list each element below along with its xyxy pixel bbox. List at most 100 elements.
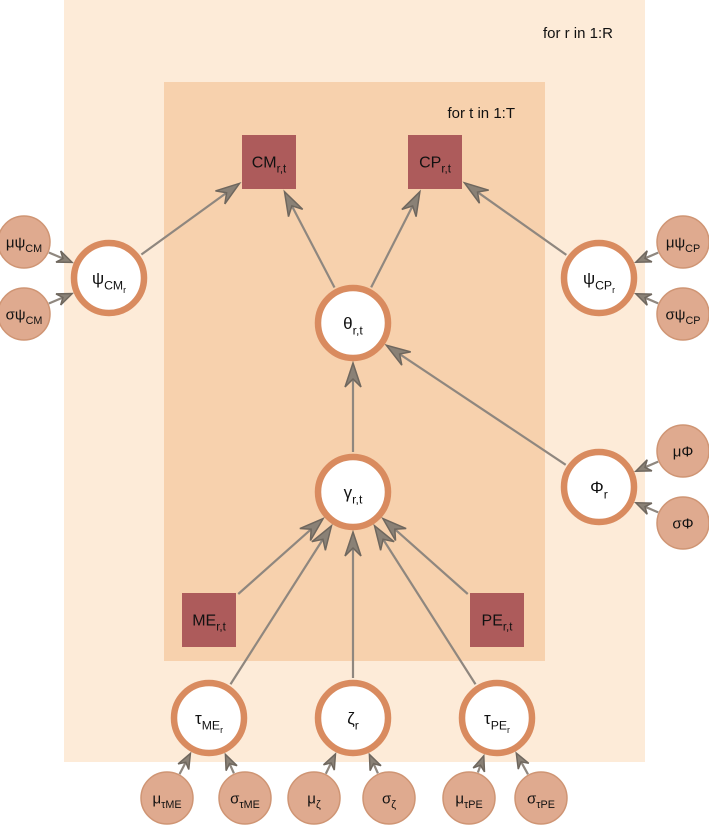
node-label-base: PE xyxy=(482,613,503,630)
node-label-subscript: r,t xyxy=(441,164,451,176)
node-label-mu_psiCM: μψCM xyxy=(6,234,42,255)
edge-theta-to-CM xyxy=(290,205,336,289)
arrowhead-mu_tauPE-to-tauPE xyxy=(472,753,486,773)
node-label-PE: PEr,t xyxy=(482,613,514,634)
node-label-subscript: r,t xyxy=(277,164,287,176)
plate-r-label: for r in 1:R xyxy=(543,25,613,42)
node-label-base: θ xyxy=(343,314,352,333)
edge-mu_tauME-to-tauME xyxy=(178,761,187,775)
arrowhead-sigma_psiCM-to-psiCM xyxy=(55,292,75,306)
node-psiCM: ψCMr xyxy=(70,239,148,317)
node-label-base: μΦ xyxy=(673,443,694,460)
node-tauME: τMEr xyxy=(170,679,248,757)
node-label-subscript: CM xyxy=(104,278,123,292)
node-sigma_zeta: σζ xyxy=(362,771,416,825)
node-label-base: σ xyxy=(527,790,537,807)
arrowhead-mu_zeta-to-zeta xyxy=(323,752,337,771)
node-sigma_psiCM: σψCM xyxy=(0,287,51,341)
node-label-psiCP: ψCPr xyxy=(583,269,615,295)
hyper-node-circle xyxy=(287,771,341,825)
node-label-subscript: r,t xyxy=(352,492,363,506)
node-sigma_tauPE: στPE xyxy=(514,771,568,825)
edge-tauME-to-gamma xyxy=(229,538,324,685)
arrowhead-PE-to-gamma xyxy=(381,516,407,541)
arrowhead-zeta-to-gamma xyxy=(344,529,362,557)
node-label-mu_phi: μΦ xyxy=(673,443,694,460)
node-tauPE: τPEr xyxy=(458,679,536,757)
plate-t-label: for t in 1:T xyxy=(447,105,515,122)
hyper-node-circle xyxy=(442,771,496,825)
node-label-base: μ xyxy=(455,790,464,807)
node-label-subsubscript: r xyxy=(220,725,223,735)
node-label-subscript: ζ xyxy=(316,799,321,811)
node-label-tauPE: τPEr xyxy=(484,709,510,735)
arrowhead-psiCM-to-CM xyxy=(215,181,242,205)
edge-mu_psiCM-to-psiCM xyxy=(48,251,64,260)
node-gamma: γr,t xyxy=(314,453,392,531)
node-label-subscript: r,t xyxy=(216,622,226,634)
node-label-subscript: CP xyxy=(595,278,612,292)
latent-node-circle xyxy=(170,679,248,757)
node-label-mu_psiCP: μψCP xyxy=(666,234,700,255)
node-label-subscript: τPE xyxy=(536,799,555,811)
node-label-subscript: r,t xyxy=(353,323,364,337)
node-label-mu_tauPE: μτPE xyxy=(455,790,482,811)
node-label-subscript: PE xyxy=(491,718,507,732)
node-mu_psiCP: μψCP xyxy=(656,215,709,269)
node-label-psiCM: ψCMr xyxy=(92,269,126,295)
node-CP: CPr,t xyxy=(408,135,462,189)
node-label-ME: MEr,t xyxy=(192,613,226,634)
edge-tauPE-to-gamma xyxy=(382,538,477,685)
node-label-base: σ xyxy=(230,790,240,807)
arrowhead-mu_psiCM-to-psiCM xyxy=(55,250,75,264)
arrowhead-sigma_phi-to-phi xyxy=(633,501,653,515)
arrowhead-tauME-to-gamma xyxy=(311,523,333,551)
arrowhead-mu_psiCP-to-psiCP xyxy=(633,250,653,264)
arrowhead-mu_phi-to-phi xyxy=(633,459,653,473)
hyper-node-circle xyxy=(656,215,709,269)
edge-ME-to-gamma xyxy=(237,528,312,595)
hyper-node-circle xyxy=(218,771,272,825)
arrowhead-psiCP-to-CP xyxy=(462,181,489,204)
node-phi: Φr xyxy=(560,448,638,526)
node-label-gamma: γr,t xyxy=(344,483,363,506)
node-label-base: μ xyxy=(307,790,316,807)
latent-node-circle xyxy=(560,239,638,317)
node-label-base: Φ xyxy=(590,478,604,497)
node-psiCP: ψCPr xyxy=(560,239,638,317)
node-label-base: ζ xyxy=(347,709,355,728)
node-label-subscript: τME xyxy=(161,799,181,811)
hyper-node-circle xyxy=(362,771,416,825)
node-label-subsubscript: r xyxy=(612,285,615,295)
latent-node-circle xyxy=(314,453,392,531)
node-label-sigma_psiCP: σψCP xyxy=(666,306,701,327)
node-label-base: γ xyxy=(344,483,353,502)
node-label-subscript: τME xyxy=(239,799,259,811)
edges xyxy=(48,181,659,775)
arrowhead-tauPE-to-gamma xyxy=(373,523,395,551)
hyper-node-circle xyxy=(656,496,709,550)
node-label-base: μ xyxy=(152,790,161,807)
edge-psiCP-to-CP xyxy=(476,191,567,256)
node-label-sigma_phi: σΦ xyxy=(672,515,693,532)
node-label-base: ME xyxy=(192,613,216,630)
node-label-CP: CPr,t xyxy=(419,155,452,176)
edge-sigma_zeta-to-zeta xyxy=(372,763,379,774)
node-label-base: τ xyxy=(195,709,202,728)
node-sigma_psiCP: σψCP xyxy=(656,287,709,341)
node-label-zeta: ζr xyxy=(347,709,359,732)
latent-node-circle xyxy=(458,679,536,757)
edge-mu_psiCP-to-psiCP xyxy=(644,251,659,260)
node-label-base: σψ xyxy=(6,306,26,323)
node-label-subscript: τPE xyxy=(464,799,483,811)
edge-sigma_psiCM-to-psiCM xyxy=(48,296,64,305)
node-label-base: σψ xyxy=(666,306,686,323)
node-label-subscript: ME xyxy=(202,718,220,732)
node-label-subscript: CM xyxy=(26,315,43,327)
node-label-base: ψ xyxy=(583,269,595,288)
arrowhead-theta-to-CM xyxy=(283,189,304,217)
node-mu_psiCM: μψCM xyxy=(0,215,51,269)
edge-phi-to-theta xyxy=(398,353,567,466)
